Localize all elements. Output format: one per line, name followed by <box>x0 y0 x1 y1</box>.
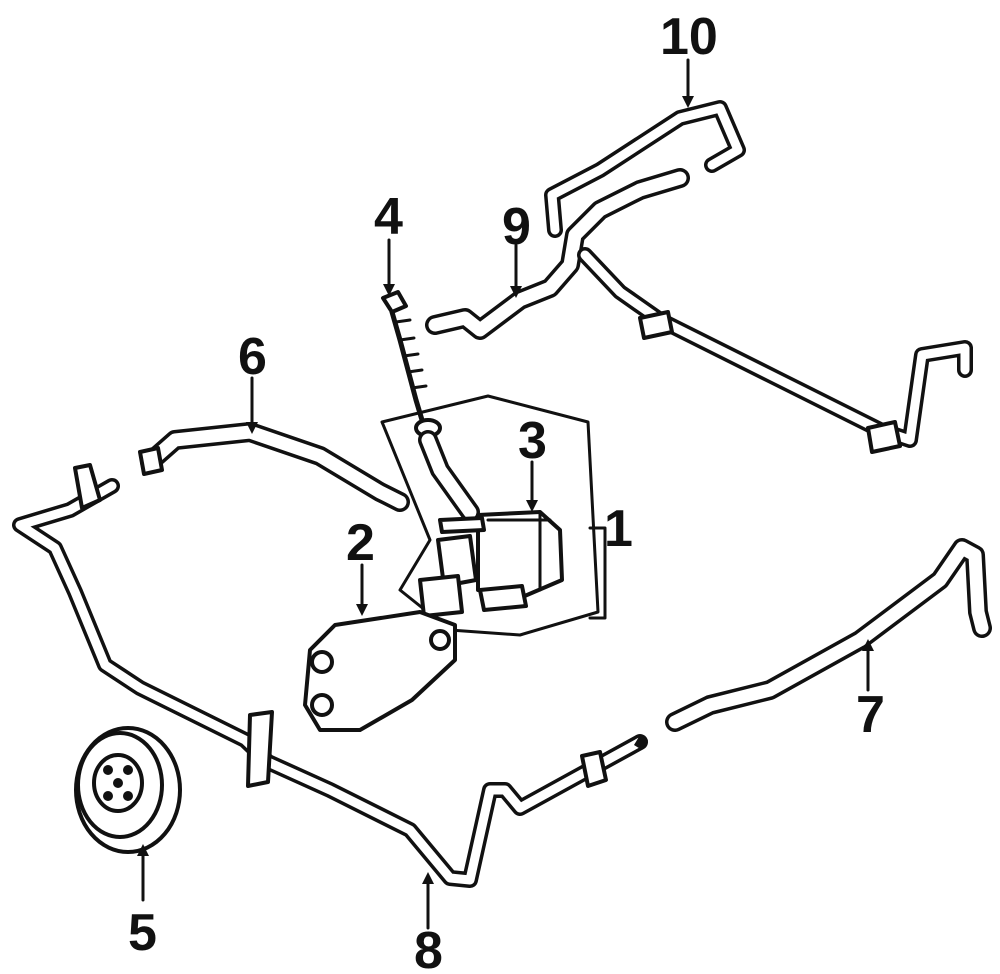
part-10-tube <box>544 100 973 454</box>
part-7-hose <box>665 538 992 732</box>
callout-1: 1 <box>604 500 633 558</box>
callout-9: 9 <box>502 198 531 256</box>
callout-labels: 1 2 3 4 5 6 7 8 9 10 <box>128 8 885 974</box>
part-4-cap <box>381 290 480 522</box>
part-2-bracket <box>303 610 457 732</box>
callout-5: 5 <box>128 904 157 962</box>
callout-4: 4 <box>374 188 403 246</box>
callout-7: 7 <box>856 686 885 744</box>
part-9-hose <box>425 168 690 340</box>
part-1-assembly-outline <box>380 394 600 637</box>
callout-3: 3 <box>518 412 547 470</box>
part-6-hose <box>138 422 410 512</box>
callout-8: 8 <box>414 922 443 974</box>
part-8-tube <box>12 463 648 888</box>
callout-6: 6 <box>238 328 267 386</box>
callout-10: 10 <box>660 8 718 66</box>
part-5-pulley <box>74 726 182 854</box>
callout-2: 2 <box>346 514 375 572</box>
part-3-reservoir <box>418 510 564 618</box>
leader-lines <box>137 58 874 930</box>
